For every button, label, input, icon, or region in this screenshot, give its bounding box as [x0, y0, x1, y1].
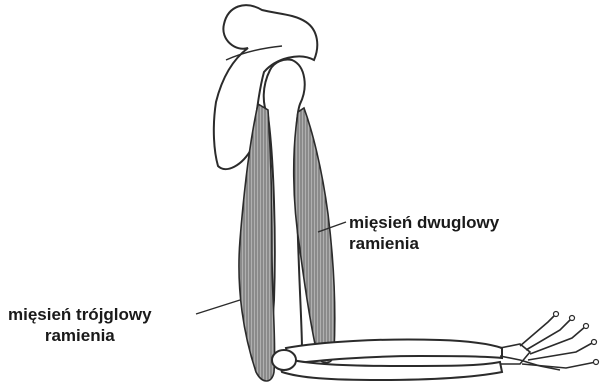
hand-bones: [500, 314, 596, 370]
biceps-label-line2: ramienia: [349, 233, 499, 254]
triceps-leader-line: [196, 300, 240, 314]
triceps-label-line2: ramienia: [8, 325, 152, 346]
biceps-label-line1: mięsień dwuglowy: [349, 212, 499, 233]
triceps-label: mięsień trójglowy ramienia: [8, 304, 152, 346]
elbow-joint: [272, 350, 296, 370]
radius-bone: [286, 339, 502, 364]
finger-tips: [554, 312, 599, 365]
triceps-label-line1: mięsień trójglowy: [8, 304, 152, 325]
biceps-label: mięsień dwuglowy ramienia: [349, 212, 499, 254]
